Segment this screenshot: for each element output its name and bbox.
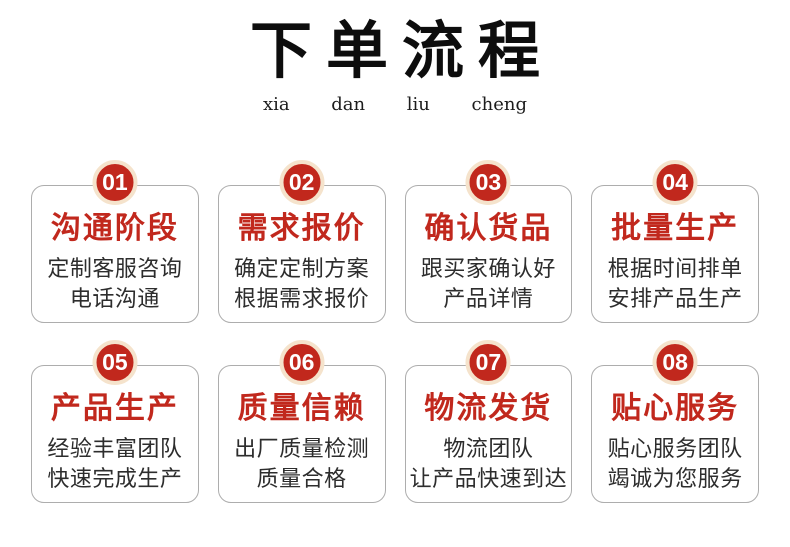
- step-description-line-2: 让产品快速到达: [409, 466, 568, 491]
- step-title: 确认货品: [424, 212, 553, 245]
- steps-grid: 01 沟通阶段 定制客服咨询 电话沟通 02 需求报价 确定定制方案 根据需求报…: [31, 160, 759, 503]
- step-number: 03: [475, 169, 502, 195]
- step-number-badge: 02: [279, 160, 325, 205]
- step-description-line-1: 物流团队: [443, 436, 534, 461]
- step-card: 01 沟通阶段 定制客服咨询 电话沟通: [31, 160, 199, 323]
- step-description-line-1: 跟买家确认好: [420, 256, 556, 281]
- header: 下单流程 xia dan liu cheng: [0, 0, 790, 116]
- step-number: 02: [288, 169, 315, 195]
- step-card: 06 质量信赖 出厂质量检测 质量合格: [217, 340, 386, 503]
- step-number-badge: 08: [652, 340, 698, 385]
- step-description-line-2: 产品详情: [443, 286, 534, 311]
- step-title: 产品生产: [50, 392, 179, 425]
- step-card: 04 批量生产 根据时间排单 安排产品生产: [591, 160, 759, 323]
- step-title: 质量信赖: [237, 392, 366, 425]
- page-title: 下单流程: [249, 14, 554, 87]
- step-description-line-1: 根据时间排单: [607, 256, 743, 281]
- step-description-line-2: 根据需求报价: [234, 286, 370, 311]
- step-card: 07 物流发货 物流团队 让产品快速到达: [404, 340, 573, 503]
- pinyin-word: liu: [406, 94, 430, 115]
- step-number: 04: [662, 169, 688, 195]
- step-description-line-1: 定制客服咨询: [47, 256, 183, 281]
- step-description-line-2: 电话沟通: [69, 286, 160, 311]
- step-title: 需求报价: [237, 212, 366, 245]
- step-description-line-2: 质量合格: [256, 466, 347, 491]
- step-number-badge: 07: [465, 340, 511, 385]
- step-number-badge: 05: [92, 340, 138, 385]
- step-card: 05 产品生产 经验丰富团队 快速完成生产: [31, 340, 199, 503]
- step-card: 08 贴心服务 贴心服务团队 竭诚为您服务: [591, 340, 759, 503]
- pinyin-subtitle: xia dan liu cheng: [263, 94, 527, 115]
- step-card: 02 需求报价 确定定制方案 根据需求报价: [217, 160, 386, 323]
- step-title: 沟通阶段: [50, 212, 179, 245]
- step-number: 08: [662, 349, 688, 375]
- step-description-line-1: 贴心服务团队: [607, 436, 743, 461]
- step-title: 物流发货: [424, 392, 553, 425]
- step-number: 06: [288, 349, 315, 375]
- step-description-line-2: 安排产品生产: [607, 286, 743, 311]
- step-description-line-1: 经验丰富团队: [47, 436, 183, 461]
- pinyin-word: cheng: [471, 94, 527, 115]
- step-number-badge: 01: [92, 160, 138, 205]
- step-description-line-1: 出厂质量检测: [234, 436, 370, 461]
- step-description-line-2: 竭诚为您服务: [607, 466, 743, 491]
- step-number-badge: 03: [465, 160, 511, 205]
- pinyin-word: dan: [331, 94, 366, 115]
- step-number: 07: [475, 349, 502, 375]
- step-title: 批量生产: [611, 212, 740, 245]
- step-description-line-2: 快速完成生产: [47, 466, 183, 491]
- step-card: 03 确认货品 跟买家确认好 产品详情: [404, 160, 573, 323]
- pinyin-word: xia: [263, 94, 290, 115]
- step-number-badge: 06: [279, 340, 325, 385]
- step-number-badge: 04: [652, 160, 698, 205]
- step-title: 贴心服务: [611, 392, 740, 425]
- step-description-line-1: 确定定制方案: [234, 256, 370, 281]
- step-number: 05: [102, 349, 128, 375]
- step-number: 01: [102, 169, 128, 195]
